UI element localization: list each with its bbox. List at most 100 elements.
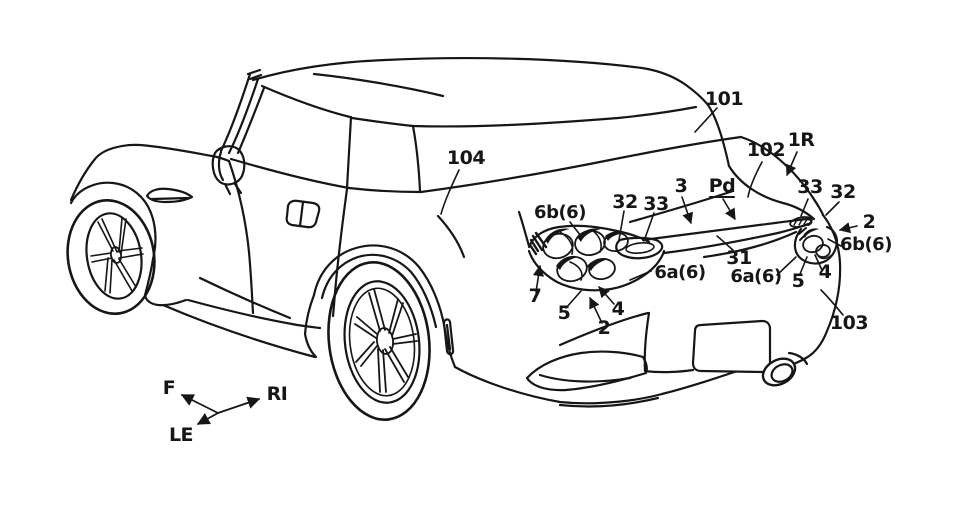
- rear-wheel-arch-inner: [320, 253, 438, 329]
- deck-under-bar-line: [702, 230, 798, 259]
- quarter-window-top: [350, 116, 415, 128]
- rear-quarter-corner: [739, 135, 825, 217]
- label-2-right: 2: [863, 211, 876, 233]
- deck-seam: [727, 164, 816, 221]
- front-wheel-arch: [69, 181, 157, 261]
- door-rear-edge: [331, 187, 349, 318]
- label-31: 31: [726, 247, 751, 269]
- rear-hub: [376, 327, 394, 355]
- label-2-left: 2: [598, 317, 611, 339]
- label-4-left: 4: [612, 298, 625, 320]
- arrow-2-left: [589, 296, 603, 324]
- label-33-left: 33: [643, 193, 668, 215]
- fender-vent: [145, 187, 194, 204]
- side-mirror-stalk: [223, 182, 243, 196]
- label-102: 102: [747, 139, 785, 161]
- door-lower-crease: [198, 276, 292, 320]
- label-33-right: 33: [797, 176, 822, 198]
- vortex-swirls: [559, 229, 602, 281]
- leader-104: [440, 169, 460, 215]
- arch-front-down: [303, 293, 318, 359]
- quarter-crease: [436, 214, 466, 259]
- plate-under-edge: [643, 368, 695, 374]
- leader-6a6-left: [629, 270, 652, 281]
- a-pillar-outer: [219, 72, 252, 153]
- vortex-shading: [545, 228, 625, 271]
- arrow-1R: [785, 151, 798, 177]
- front-rim: [85, 212, 143, 300]
- rear-valance-inner: [538, 373, 632, 383]
- leader-103: [820, 289, 844, 316]
- leader-32-right: [825, 201, 840, 216]
- side-mirror-inner: [217, 150, 225, 182]
- plate-recess-edge: [643, 311, 651, 373]
- leader-101: [694, 107, 718, 133]
- roof-outline: [251, 56, 731, 168]
- arrow-7: [532, 264, 545, 293]
- label-dir-left: LE: [169, 424, 193, 446]
- front-fender-rear: [143, 257, 188, 307]
- leader-32-left: [618, 210, 625, 241]
- leader-5-left: [565, 290, 582, 309]
- rear-right-edge: [804, 213, 842, 360]
- front-spokes: [90, 217, 144, 294]
- roof-crease: [312, 72, 445, 98]
- spoiler-tip-hatch: [793, 217, 809, 226]
- marker-sliver-inner: [445, 323, 452, 351]
- front-fender-top: [93, 143, 231, 163]
- rear-spoiler: [527, 216, 839, 292]
- marker-sliver: [442, 318, 455, 356]
- nose-edge: [69, 157, 97, 202]
- roof-side-rail-front: [260, 84, 352, 119]
- reference-labels: 101 102 1R Pd 3 32 33 6b(6) 31 6a(6) 6a(…: [163, 88, 893, 446]
- spoiler-tip-cap: [789, 216, 813, 228]
- car-body: [66, 56, 842, 421]
- vortex-left-outer-top: [527, 224, 651, 249]
- vortex-curl-right: [815, 244, 831, 258]
- arrow-2-right: [838, 222, 858, 234]
- deck-front-seam: [628, 189, 735, 224]
- license-plate: [691, 319, 772, 374]
- label-32-left: 32: [612, 191, 637, 213]
- direction-compass: [180, 394, 261, 425]
- a-pillar-cap: [246, 68, 263, 81]
- vortex-curl-right: [802, 234, 824, 254]
- a-pillar-glass-edge: [236, 86, 266, 155]
- rear-tire: [327, 261, 431, 421]
- side-mirror: [211, 145, 246, 186]
- exhaust-step: [787, 351, 809, 366]
- rear-wheel-arch-outer: [312, 244, 447, 332]
- label-5-right: 5: [792, 270, 805, 292]
- label-4-right: 4: [819, 261, 832, 283]
- label-32-right: 32: [830, 181, 855, 203]
- rear-rim: [343, 280, 421, 404]
- sill-lower: [161, 303, 317, 359]
- rear-rim-inner: [348, 287, 416, 397]
- label-104: 104: [447, 147, 485, 169]
- leader-6b6-left: [569, 221, 582, 237]
- leader-33-right: [800, 198, 809, 217]
- beltline-quarter: [347, 186, 423, 194]
- vortex-left-outer-bottom: [527, 249, 666, 292]
- fender-vent-inner: [150, 196, 191, 201]
- rear-valance-blade: [525, 350, 648, 392]
- compass-arrow-left: [196, 412, 219, 425]
- b-pillar: [345, 115, 353, 190]
- compass-arrow-right: [217, 396, 261, 414]
- vortex-right-hatch: [798, 227, 809, 241]
- label-1R: 1R: [788, 129, 816, 151]
- arrow-3: [681, 196, 693, 225]
- label-dir-right: RI: [267, 383, 288, 405]
- label-6b6-left: 6b(6): [534, 202, 586, 223]
- label-Pd: Pd: [709, 175, 736, 197]
- quarter-window-rear: [411, 124, 422, 193]
- leader-6b6-right: [827, 238, 842, 247]
- leader-5-right: [799, 256, 808, 275]
- vortex-right-outer: [793, 225, 839, 265]
- leader-6a6-right: [776, 256, 797, 276]
- arrow-Pd: [722, 198, 736, 220]
- label-3: 3: [675, 175, 688, 197]
- roof-side-rail-rear: [411, 105, 698, 128]
